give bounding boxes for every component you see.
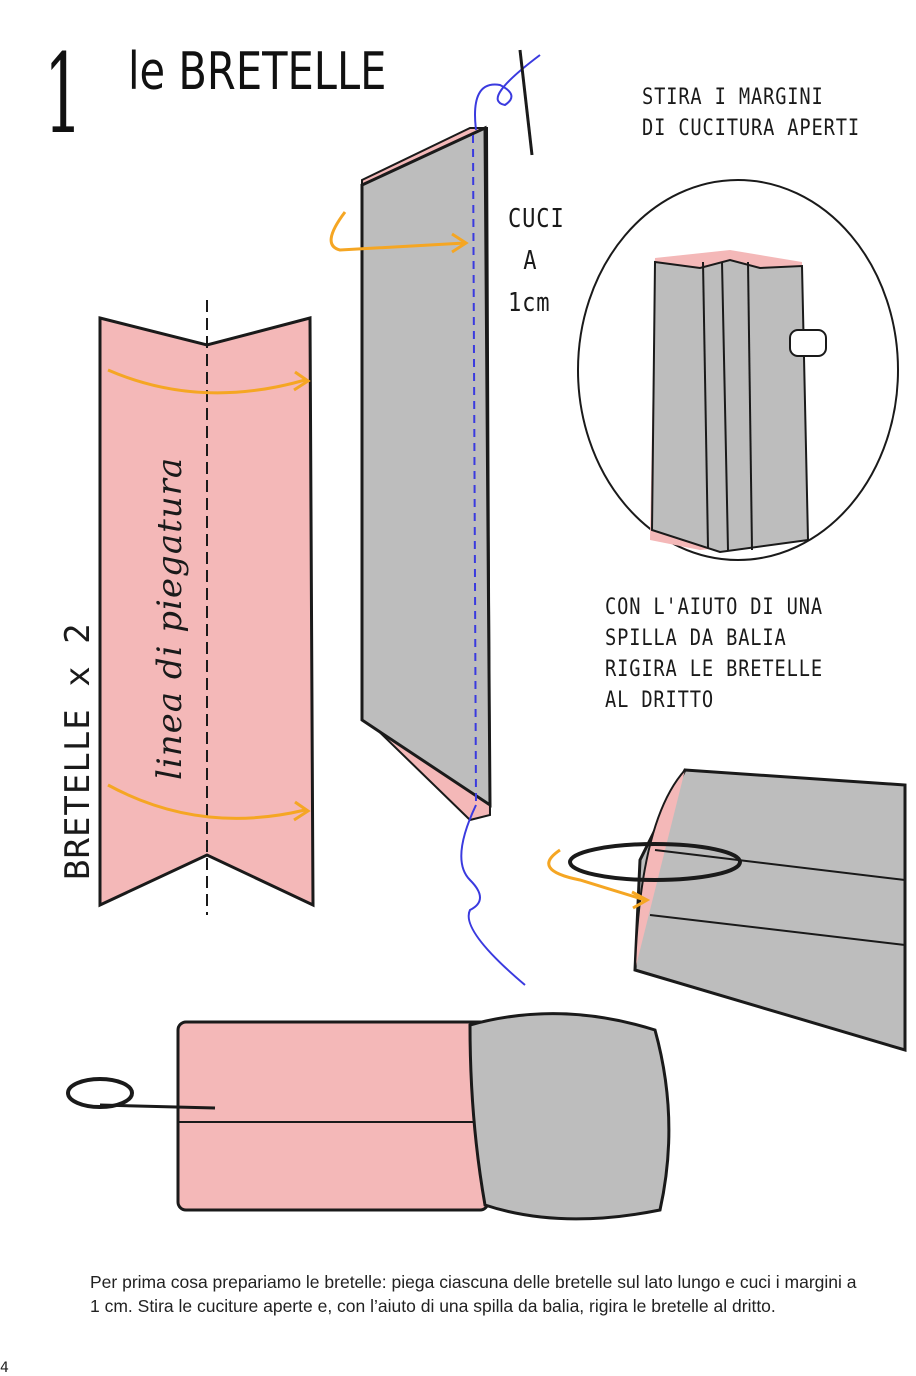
detail-circle [577, 179, 899, 561]
turn-note: CON L'AIUTO DI UNA SPILLA DA BALIA RIGIR… [605, 592, 823, 716]
folded-strap [329, 49, 541, 986]
sew-note: CUCI A 1cm [508, 198, 565, 324]
flat-strap [98, 300, 315, 915]
fold-line-label: linea di piegatura [150, 456, 190, 780]
step-number: 1 [44, 30, 83, 158]
page-title: le BRETELLE [128, 42, 387, 102]
straps-count-label: BRETELLE x 2 [58, 622, 98, 880]
turning-strap [547, 768, 907, 1053]
sewing-illustration [66, 49, 907, 1221]
press-note-line: STIRA I MARGINI [642, 85, 824, 110]
press-note-line: DI CUCITURA APERTI [642, 116, 860, 141]
turn-note-line: SPILLA DA BALIA [605, 626, 787, 651]
sew-note-line: A [523, 246, 538, 276]
turn-note-line: RIGIRA LE BRETELLE [605, 657, 823, 682]
press-note: STIRA I MARGINI DI CUCITURA APERTI [642, 82, 860, 144]
turn-note-line: CON L'AIUTO DI UNA [605, 595, 823, 620]
instructions-text: Per prima cosa prepariamo le bretelle: p… [90, 1272, 857, 1316]
page-number: 4 [0, 1360, 9, 1376]
turn-note-line: AL DRITTO [605, 688, 714, 713]
sew-note-line: CUCI [508, 204, 565, 234]
sew-note-line: 1cm [508, 288, 551, 318]
bottom-strap [66, 1012, 671, 1221]
